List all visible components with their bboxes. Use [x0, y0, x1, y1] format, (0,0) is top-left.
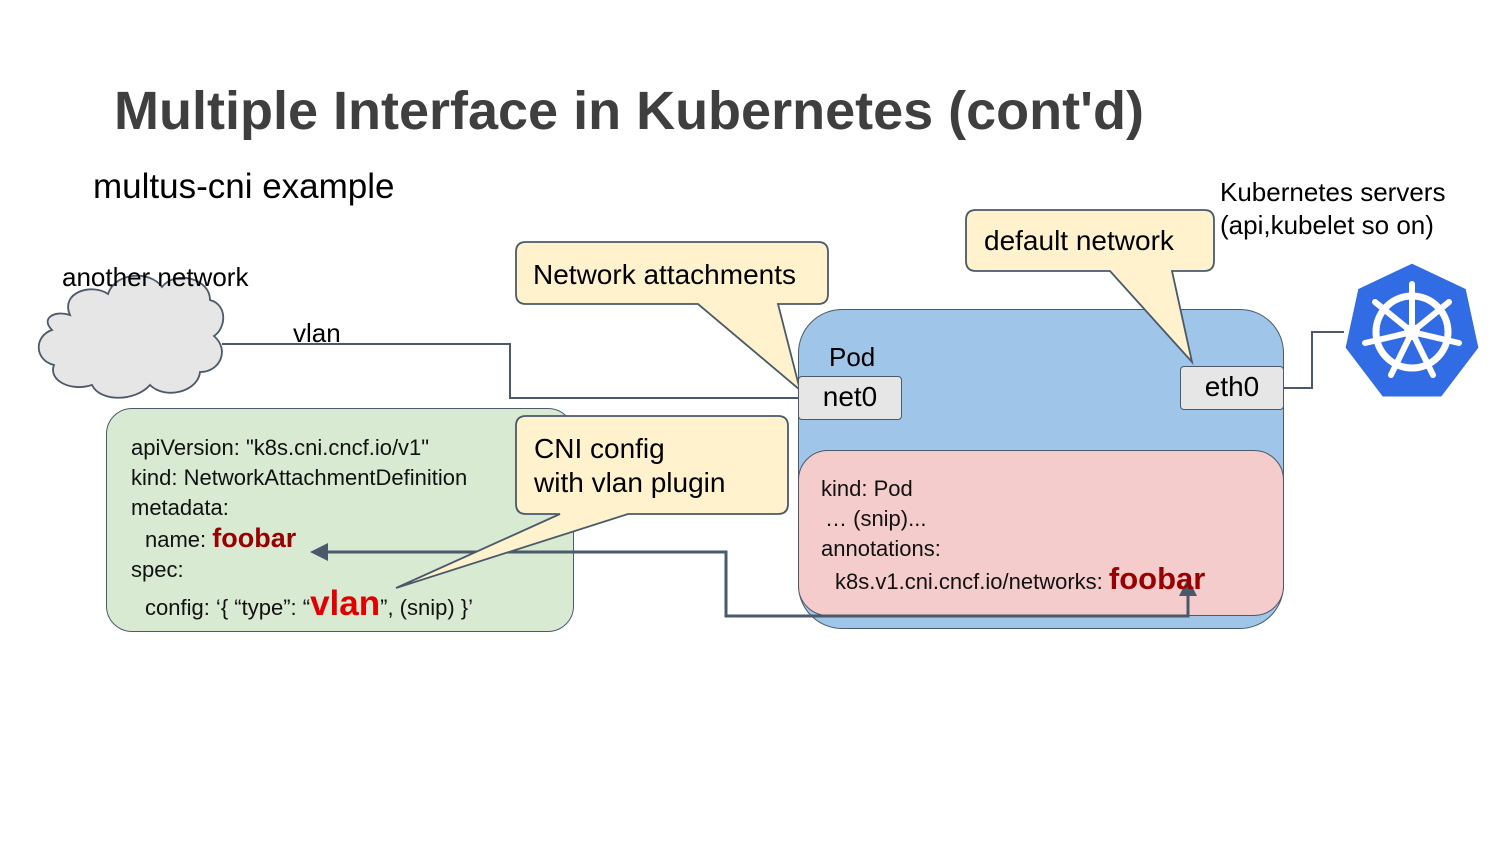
kubernetes-logo-icon	[1342, 260, 1482, 400]
nad-name-key: name:	[145, 527, 213, 552]
net0-interface: net0	[798, 376, 902, 420]
vlan-link-label: vlan	[293, 318, 341, 348]
cni-config-plugin-text: with vlan plugin	[534, 467, 726, 498]
another-network-label: another network	[62, 262, 249, 292]
cloud-icon	[37, 274, 225, 399]
network-attachment-definition-box	[106, 408, 574, 632]
pod-annotation-value: foobar	[1108, 561, 1206, 596]
nad-name-line: name: foobar	[131, 523, 473, 555]
kubernetes-servers-detail-label: (api,kubelet so on)	[1220, 210, 1434, 240]
foobar-reference-arrow	[310, 543, 1197, 618]
nad-config-prefix: config: ‘{ “type”: “	[145, 595, 311, 620]
nad-config-suffix: ”, (snip) }’	[380, 595, 474, 620]
pod-annotations-line: annotations:	[821, 536, 941, 561]
nad-spec-line: spec:	[131, 557, 184, 582]
kubernetes-servers-label: Kubernetes servers	[1220, 177, 1446, 207]
nad-kind-line: kind: NetworkAttachmentDefinition	[131, 465, 468, 490]
eth0-to-k8s-line	[1284, 331, 1344, 389]
network-attachments-callout	[515, 241, 829, 393]
cni-config-text: CNI config	[534, 433, 665, 464]
default-network-callout	[965, 209, 1215, 366]
nad-metadata-line: metadata:	[131, 495, 229, 520]
pod-snip-line: … (snip)...	[825, 506, 927, 531]
cni-config-callout	[395, 415, 789, 589]
eth0-interface: eth0	[1180, 366, 1284, 410]
vlan-link-line	[222, 343, 800, 399]
pod-spec-code-block: kind: Pod … (snip)... annotations: k8s.v…	[821, 474, 1205, 597]
nad-code-block: apiVersion: "k8s.cni.cncf.io/v1" kind: N…	[131, 433, 473, 623]
pod-spec-box	[798, 450, 1284, 616]
network-attachments-text: Network attachments	[533, 259, 796, 290]
nad-name-value: foobar	[212, 523, 297, 553]
pod-annotation-networks-line: k8s.v1.cni.cncf.io/networks: foobar	[821, 561, 1206, 597]
nad-config-line: config: ‘{ “type”: “vlan”, (snip) }’	[131, 586, 474, 623]
default-network-text: default network	[984, 225, 1174, 256]
pod-label: Pod	[829, 342, 876, 372]
nad-api-version-line: apiVersion: "k8s.cni.cncf.io/v1"	[131, 435, 430, 460]
nad-config-type: vlan	[310, 584, 381, 623]
page-subtitle: multus-cni example	[93, 167, 395, 206]
pod-kind-line: kind: Pod	[821, 476, 913, 501]
page-title: Multiple Interface in Kubernetes (cont'd…	[114, 81, 1144, 141]
pod-annotation-key: k8s.v1.cni.cncf.io/networks:	[835, 569, 1109, 594]
